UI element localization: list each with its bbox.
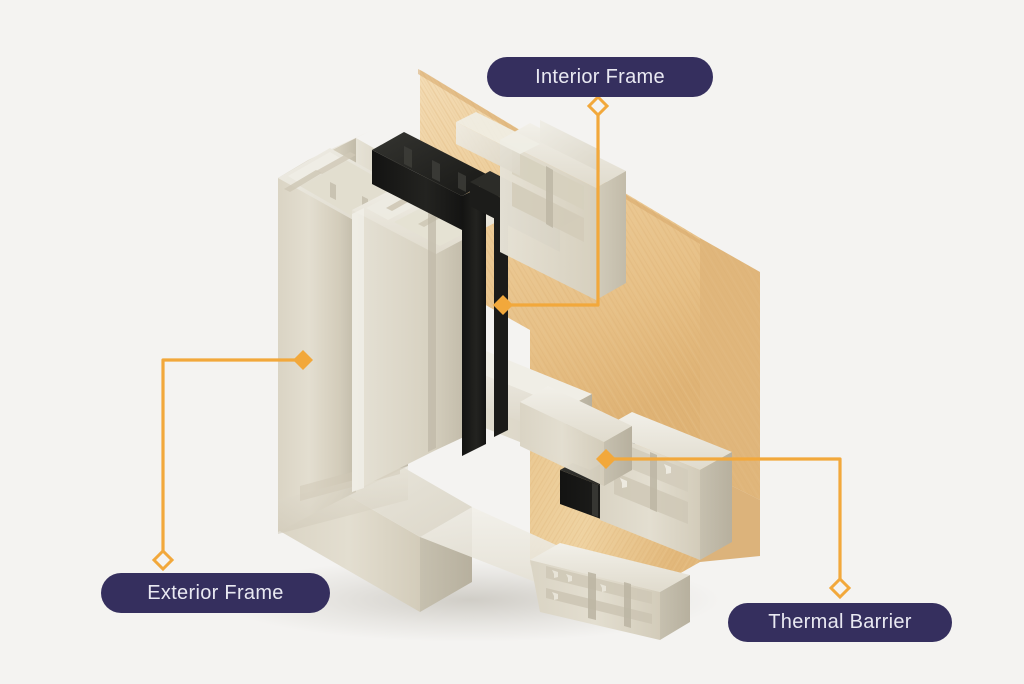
callout-anchor-markers [293, 295, 616, 469]
callout-label-text: Exterior Frame [147, 581, 284, 604]
callout-endpoint-markers [151, 94, 852, 600]
endpoint-diamond-thermal-barrier [828, 576, 852, 600]
anchor-diamond-interior-frame [493, 295, 513, 315]
callout-label-text: Thermal Barrier [768, 611, 912, 633]
callout-connectors [161, 104, 842, 590]
endpoint-diamond-exterior-frame [151, 548, 175, 572]
connector-thermal-barrier [604, 457, 842, 590]
anchor-diamond-exterior-frame [293, 350, 313, 370]
connector-interior-frame [501, 104, 600, 307]
interior-frame-lower-rail [520, 386, 632, 486]
callout-label-interior-frame[interactable]: Interior Frame [487, 57, 713, 97]
callout-label-exterior-frame[interactable]: Exterior Frame [101, 573, 330, 613]
endpoint-diamond-interior-frame [586, 94, 610, 118]
callout-label-text: Interior Frame [535, 65, 665, 88]
callout-label-thermal-barrier[interactable]: Thermal Barrier [728, 603, 952, 642]
anchor-diamond-thermal-barrier [596, 449, 616, 469]
connector-exterior-frame [161, 358, 305, 562]
interior-frame-upper-section [456, 112, 626, 300]
